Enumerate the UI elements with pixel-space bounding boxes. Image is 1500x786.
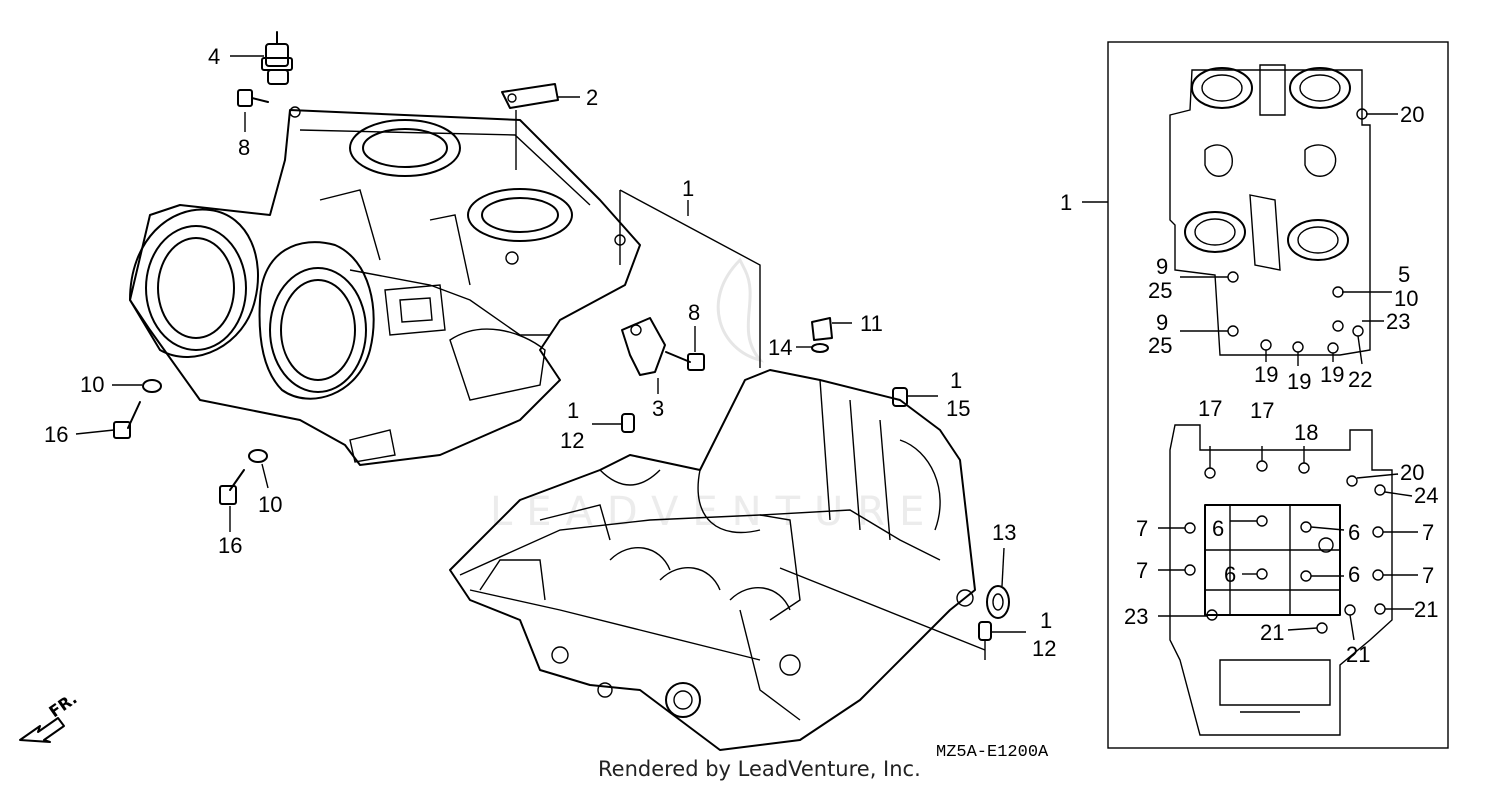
render-credit: Rendered by LeadVenture, Inc. xyxy=(598,757,921,781)
inset-group-label: 1 xyxy=(1060,190,1072,215)
callout-1b: 1 xyxy=(567,398,579,423)
inset-callout-10: 10 xyxy=(1394,286,1418,311)
callout-4: 4 xyxy=(208,44,220,69)
callout-11: 11 xyxy=(860,311,883,336)
inset-callout-17b: 17 xyxy=(1250,398,1274,423)
inset-callout-20a: 20 xyxy=(1400,102,1424,127)
inset-callouts: 20 9 25 5 10 9 23 25 19 19 19 22 17 17 1… xyxy=(1124,102,1438,667)
inset-callout-18: 18 xyxy=(1294,420,1318,445)
callout-8a: 8 xyxy=(238,135,250,160)
inset-callout-7c: 7 xyxy=(1136,558,1148,583)
washer-10a xyxy=(142,379,162,393)
callout-1c: 1 xyxy=(950,368,962,393)
inset-callout-24: 24 xyxy=(1414,483,1438,508)
inset-panel: 1 xyxy=(1060,41,1449,749)
cap-11 xyxy=(811,317,833,341)
inset-callout-9a: 9 xyxy=(1156,254,1168,279)
bracket-3 xyxy=(621,317,666,376)
inset-callout-19b: 19 xyxy=(1287,369,1311,394)
inset-frame xyxy=(1107,41,1449,749)
watermark-text: LEADVENTURE xyxy=(490,489,938,535)
washer-14 xyxy=(811,343,829,353)
bolt-8-top xyxy=(237,89,269,107)
lower-crankcase xyxy=(449,369,976,751)
bolt-8-mid xyxy=(665,351,705,371)
leader-lines xyxy=(75,55,1026,660)
main-callouts: 4 8 2 1 8 3 11 14 10 16 10 16 1 12 1 15 … xyxy=(44,44,1056,661)
callout-1d: 1 xyxy=(1040,608,1052,633)
upper-crankcase xyxy=(129,106,641,466)
seal-13 xyxy=(986,585,1010,619)
inset-callout-5: 5 xyxy=(1398,262,1410,287)
callout-15: 15 xyxy=(946,396,970,421)
inset-callout-7d: 7 xyxy=(1422,563,1434,588)
inset-lower-case xyxy=(1169,424,1393,736)
front-direction-arrow: FR. xyxy=(19,689,81,743)
inset-callout-23a: 23 xyxy=(1386,309,1410,334)
inset-callout-21b: 21 xyxy=(1414,597,1438,622)
dowel-12b xyxy=(978,621,992,641)
inset-callout-6a: 6 xyxy=(1212,516,1224,541)
callout-8b: 8 xyxy=(688,300,700,325)
small-parts xyxy=(113,31,1010,641)
diagram-code: MZ5A-E1200A xyxy=(936,743,1049,762)
inset-callout-7a: 7 xyxy=(1136,516,1148,541)
inset-callout-22: 22 xyxy=(1348,367,1372,392)
inset-callout-6c: 6 xyxy=(1224,562,1236,587)
callout-14: 14 xyxy=(768,335,792,360)
bolt-16a xyxy=(113,401,141,439)
inset-leader-lines xyxy=(1158,113,1418,641)
callout-16a: 16 xyxy=(44,422,68,447)
callout-12b: 12 xyxy=(1032,636,1056,661)
inset-callout-21c: 21 xyxy=(1346,642,1370,667)
plate-2 xyxy=(501,83,559,109)
oil-pressure-switch xyxy=(261,31,293,85)
inset-callout-6d: 6 xyxy=(1348,562,1360,587)
inset-callout-25b: 25 xyxy=(1148,333,1172,358)
watermark: LEADVENTURE xyxy=(490,257,938,535)
callout-16b: 16 xyxy=(218,533,242,558)
callout-2: 2 xyxy=(586,85,598,110)
callout-13: 13 xyxy=(992,520,1016,545)
inset-callout-19a: 19 xyxy=(1254,362,1278,387)
inset-upper-case xyxy=(1169,64,1371,356)
callout-10b: 10 xyxy=(258,492,282,517)
inset-callout-25a: 25 xyxy=(1148,278,1172,303)
dowel-12a xyxy=(621,413,635,433)
washer-10b xyxy=(248,449,268,463)
inset-callout-23b: 23 xyxy=(1124,604,1148,629)
bolt-16b xyxy=(219,469,245,505)
inset-callout-20b: 20 xyxy=(1400,460,1424,485)
dowel-15 xyxy=(892,387,908,407)
inset-callout-9b: 9 xyxy=(1156,310,1168,335)
callout-3: 3 xyxy=(652,396,664,421)
inset-callout-17a: 17 xyxy=(1198,396,1222,421)
inset-callout-21a: 21 xyxy=(1260,620,1284,645)
callout-12a: 12 xyxy=(560,428,584,453)
callout-1a: 1 xyxy=(682,176,694,201)
inset-callout-7b: 7 xyxy=(1422,520,1434,545)
inset-callout-19c: 19 xyxy=(1320,362,1344,387)
callout-10a: 10 xyxy=(80,372,104,397)
front-direction-label: FR. xyxy=(45,689,80,722)
inset-callout-6b: 6 xyxy=(1348,520,1360,545)
